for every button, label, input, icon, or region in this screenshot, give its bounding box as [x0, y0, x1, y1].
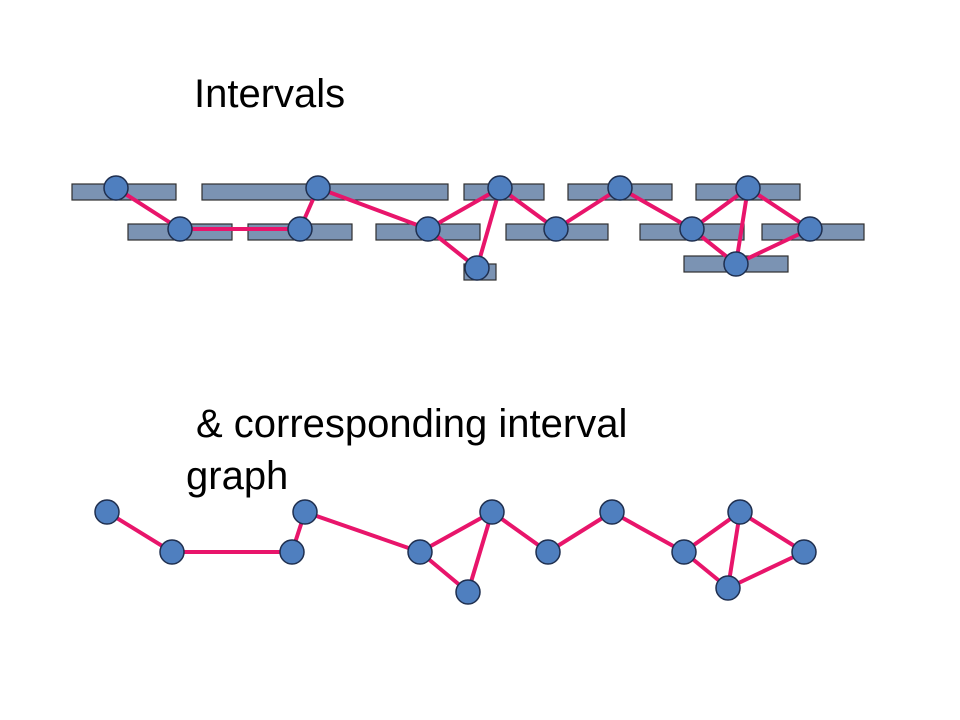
- graph-node-4: [599, 499, 625, 525]
- graph-node-3: [479, 499, 505, 525]
- graph-node-13: [715, 575, 741, 601]
- interval-node-2: [305, 175, 331, 201]
- interval-node-10: [679, 216, 705, 242]
- interval-node-4: [607, 175, 633, 201]
- graph-edge-15: [726, 550, 806, 590]
- graph-node-9: [535, 539, 561, 565]
- interval-node-12: [464, 255, 490, 281]
- interval-node-7: [287, 216, 313, 242]
- interval-edge-7: [475, 186, 502, 270]
- interval-node-6: [167, 216, 193, 242]
- interval-node-8: [415, 216, 441, 242]
- graph-edge-10: [610, 510, 686, 554]
- interval-node-1: [103, 175, 129, 201]
- graph-node-5: [727, 499, 753, 525]
- interval-edge-5: [426, 186, 502, 231]
- graph-nodes: [94, 499, 817, 605]
- graph-edge-4: [303, 510, 422, 554]
- graph-node-12: [455, 579, 481, 605]
- title-intervals: Intervals: [194, 72, 346, 116]
- interval-edge-12: [734, 186, 750, 266]
- interval-bars: [71, 183, 865, 281]
- interval-node-13: [723, 251, 749, 277]
- graph-edges: [105, 510, 806, 594]
- interval-node-3: [487, 175, 513, 201]
- graph-edge-5: [418, 510, 494, 554]
- interval-node-11: [797, 216, 823, 242]
- graph-node-7: [279, 539, 305, 565]
- graph-node-6: [159, 539, 185, 565]
- graph-node-8: [407, 539, 433, 565]
- interval-nodes: [103, 175, 823, 281]
- interval-edge-4: [316, 186, 430, 231]
- graph-node-1: [94, 499, 120, 525]
- graph-node-11: [791, 539, 817, 565]
- graph-node-2: [292, 499, 318, 525]
- graph-edge-12: [726, 510, 742, 590]
- subtitle-line-2: graph: [186, 454, 289, 498]
- subtitle-line-1: & corresponding interval: [196, 402, 628, 446]
- interval-node-9: [543, 216, 569, 242]
- interval-edge-10: [618, 186, 694, 231]
- interval-node-5: [735, 175, 761, 201]
- graph-node-10: [671, 539, 697, 565]
- graph-edge-6: [466, 510, 494, 594]
- interval-edge-15: [734, 227, 812, 266]
